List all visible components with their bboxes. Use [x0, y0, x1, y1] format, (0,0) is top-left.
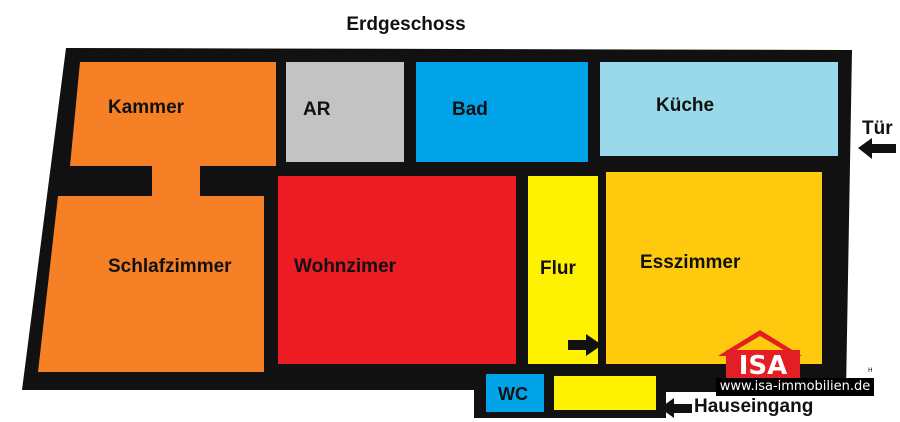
tuer-arrow-head: [858, 138, 872, 159]
flur-arrow-shaft: [568, 340, 586, 350]
room-ar[interactable]: [286, 62, 404, 162]
label-hauseingang: Hauseingang: [694, 396, 814, 417]
label-kueche: Küche: [656, 95, 715, 116]
room-flur-extension[interactable]: [554, 376, 656, 410]
label-flur: Flur: [540, 258, 576, 279]
hauseingang-arrow-head: [660, 398, 674, 418]
tuer-arrow-shaft: [872, 144, 896, 153]
label-kammer: Kammer: [108, 97, 185, 118]
room-wohnzimer[interactable]: [278, 176, 516, 364]
label-ar: AR: [303, 99, 331, 120]
room-schlafzimmer[interactable]: [38, 196, 264, 372]
logo-brand: ISA: [739, 351, 788, 381]
label-esszimmer: Esszimmer: [640, 252, 741, 273]
label-tuer: Tür: [862, 118, 893, 139]
logo-badge-g: G: [804, 367, 809, 374]
logo-badge-h: H: [868, 367, 873, 374]
label-bad: Bad: [452, 99, 488, 120]
flur-arrow-head: [586, 334, 602, 356]
hauseingang-arrow-shaft: [674, 404, 692, 413]
door-gap-kammer: [152, 164, 200, 196]
label-schlafzimmer: Schlafzimmer: [108, 256, 232, 277]
floor-title: Erdgeschoss: [346, 14, 466, 35]
room-kammer[interactable]: [70, 62, 276, 166]
label-wohnzimer: Wohnzimer: [294, 256, 397, 277]
room-bad[interactable]: [416, 62, 588, 162]
room-flur[interactable]: [528, 176, 598, 364]
room-kueche[interactable]: [600, 62, 838, 156]
room-esszimmer[interactable]: [606, 172, 822, 364]
label-wc: WC: [498, 384, 528, 404]
room-wc[interactable]: [486, 374, 544, 412]
isa-logo: ISA G H: [718, 330, 873, 381]
logo-box: [726, 350, 800, 378]
logo-url: www.isa-immobilien.de: [716, 378, 874, 396]
